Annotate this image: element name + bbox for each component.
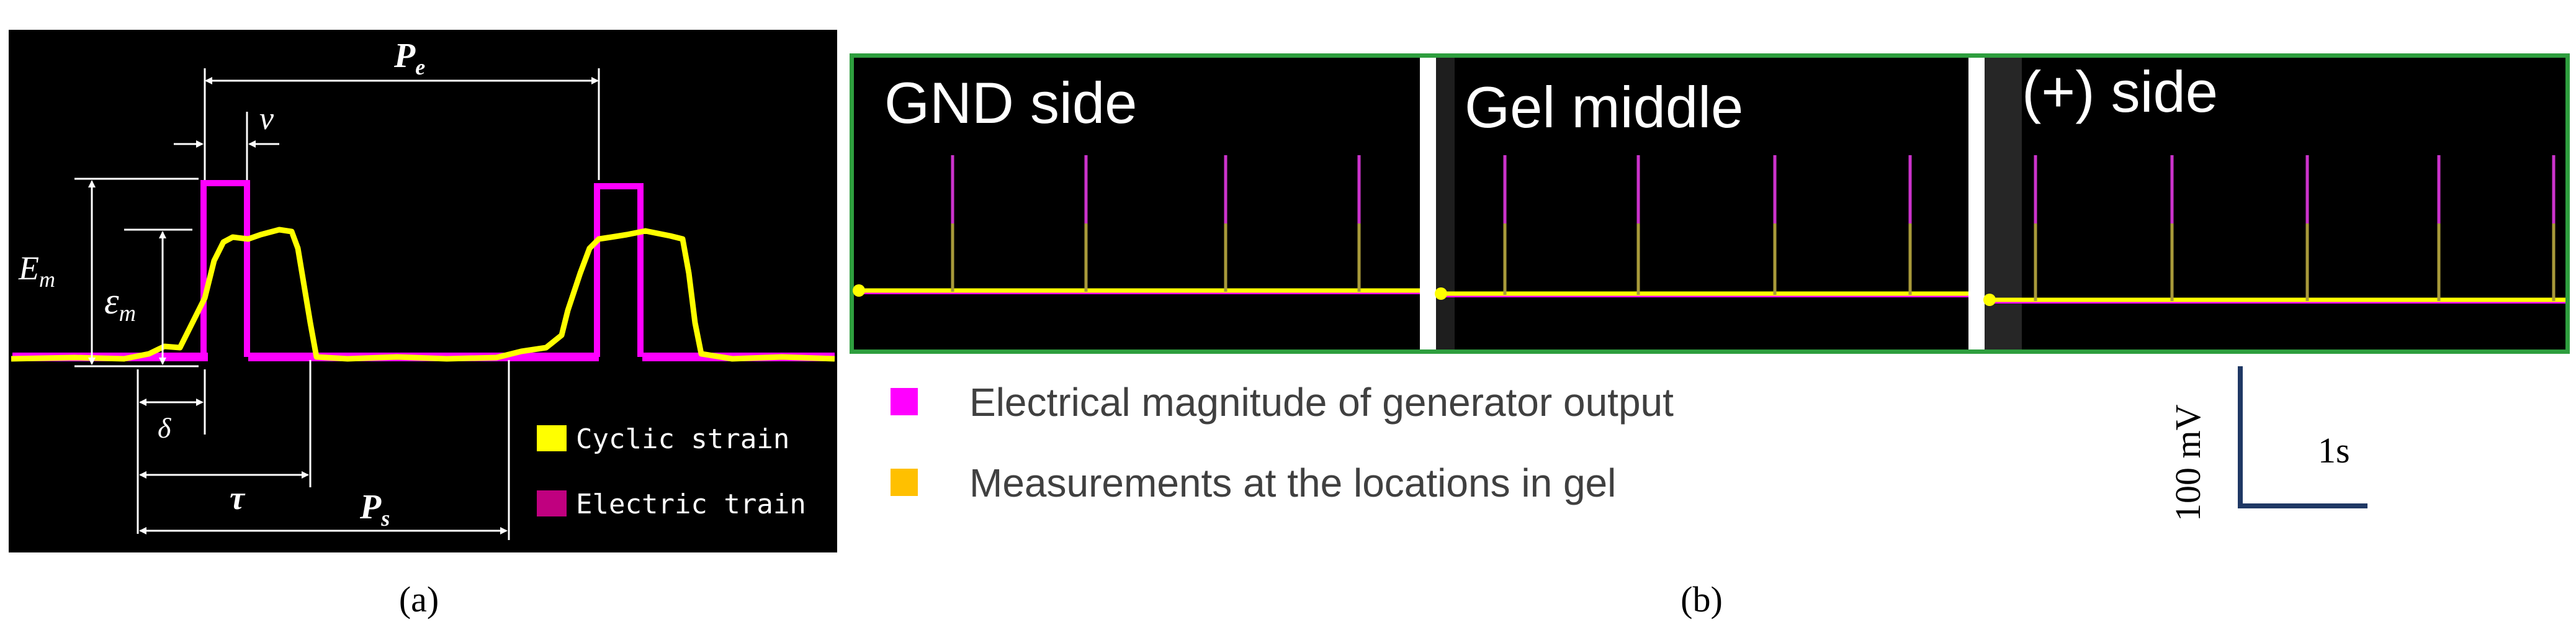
legend-label-electric-train: Electric train [576,489,806,520]
label-delta: δ [158,412,171,444]
trace-origin-marker [1983,294,1996,306]
legend-swatch-electric-train [537,490,567,516]
separator-2 [1968,58,1985,349]
label-ps: Ps [359,488,390,531]
caption-b: (b) [1681,579,1723,620]
scale-bar-y-label: 100 mV [2168,404,2208,521]
caption-a: (a) [399,579,439,620]
panel-a-labels: Pe v Em εm δ τ Ps [18,37,425,531]
legend-label-gel-measurements: Measurements at the locations in gel [969,461,1616,505]
panel-b-traces [853,155,2565,306]
legend-swatch-cyclic-strain [537,425,567,451]
legend-swatch-gel-measurements [891,469,918,496]
electric-train-pulse-2 [594,183,644,357]
cyclic-strain-trace [11,227,835,362]
section-label-gnd-side: GND side [884,70,1137,135]
panel-a: Pe v Em εm δ τ Ps Cyclic strain Electric… [9,30,837,620]
panel-b-legend: Electrical magnitude of generator output… [891,380,1674,505]
electric-train-pulse-1 [200,180,250,357]
section-label-positive-side: (+) side [2022,59,2218,124]
panel-b: GND side Gel middle (+) side Electrical … [850,53,2570,620]
label-v: v [259,101,274,137]
panel-a-scope-background [9,30,837,552]
legend-swatch-generator-output [891,388,918,415]
section-label-gel-middle: Gel middle [1465,74,1743,140]
panel-a-legend: Cyclic strain Electric train [537,423,806,520]
label-tau: τ [230,479,246,516]
separator-1 [1420,58,1436,349]
trace-origin-marker [853,284,865,297]
scale-bar: 100 mV 1s [2168,366,2367,521]
scale-bar-lines [2238,366,2367,508]
trace-origin-marker [1435,287,1447,300]
cyclic-strain-line [11,227,835,362]
legend-label-generator-output: Electrical magnitude of generator output [969,380,1674,425]
scale-bar-x-label: 1s [2318,430,2350,471]
legend-label-cyclic-strain: Cyclic strain [576,423,789,455]
label-pe: Pe [393,37,425,79]
panel-a-annotations [74,68,600,540]
label-em-big: Em [18,250,55,292]
section-2-left-shade [1436,58,1455,349]
label-eps: εm [104,281,136,327]
